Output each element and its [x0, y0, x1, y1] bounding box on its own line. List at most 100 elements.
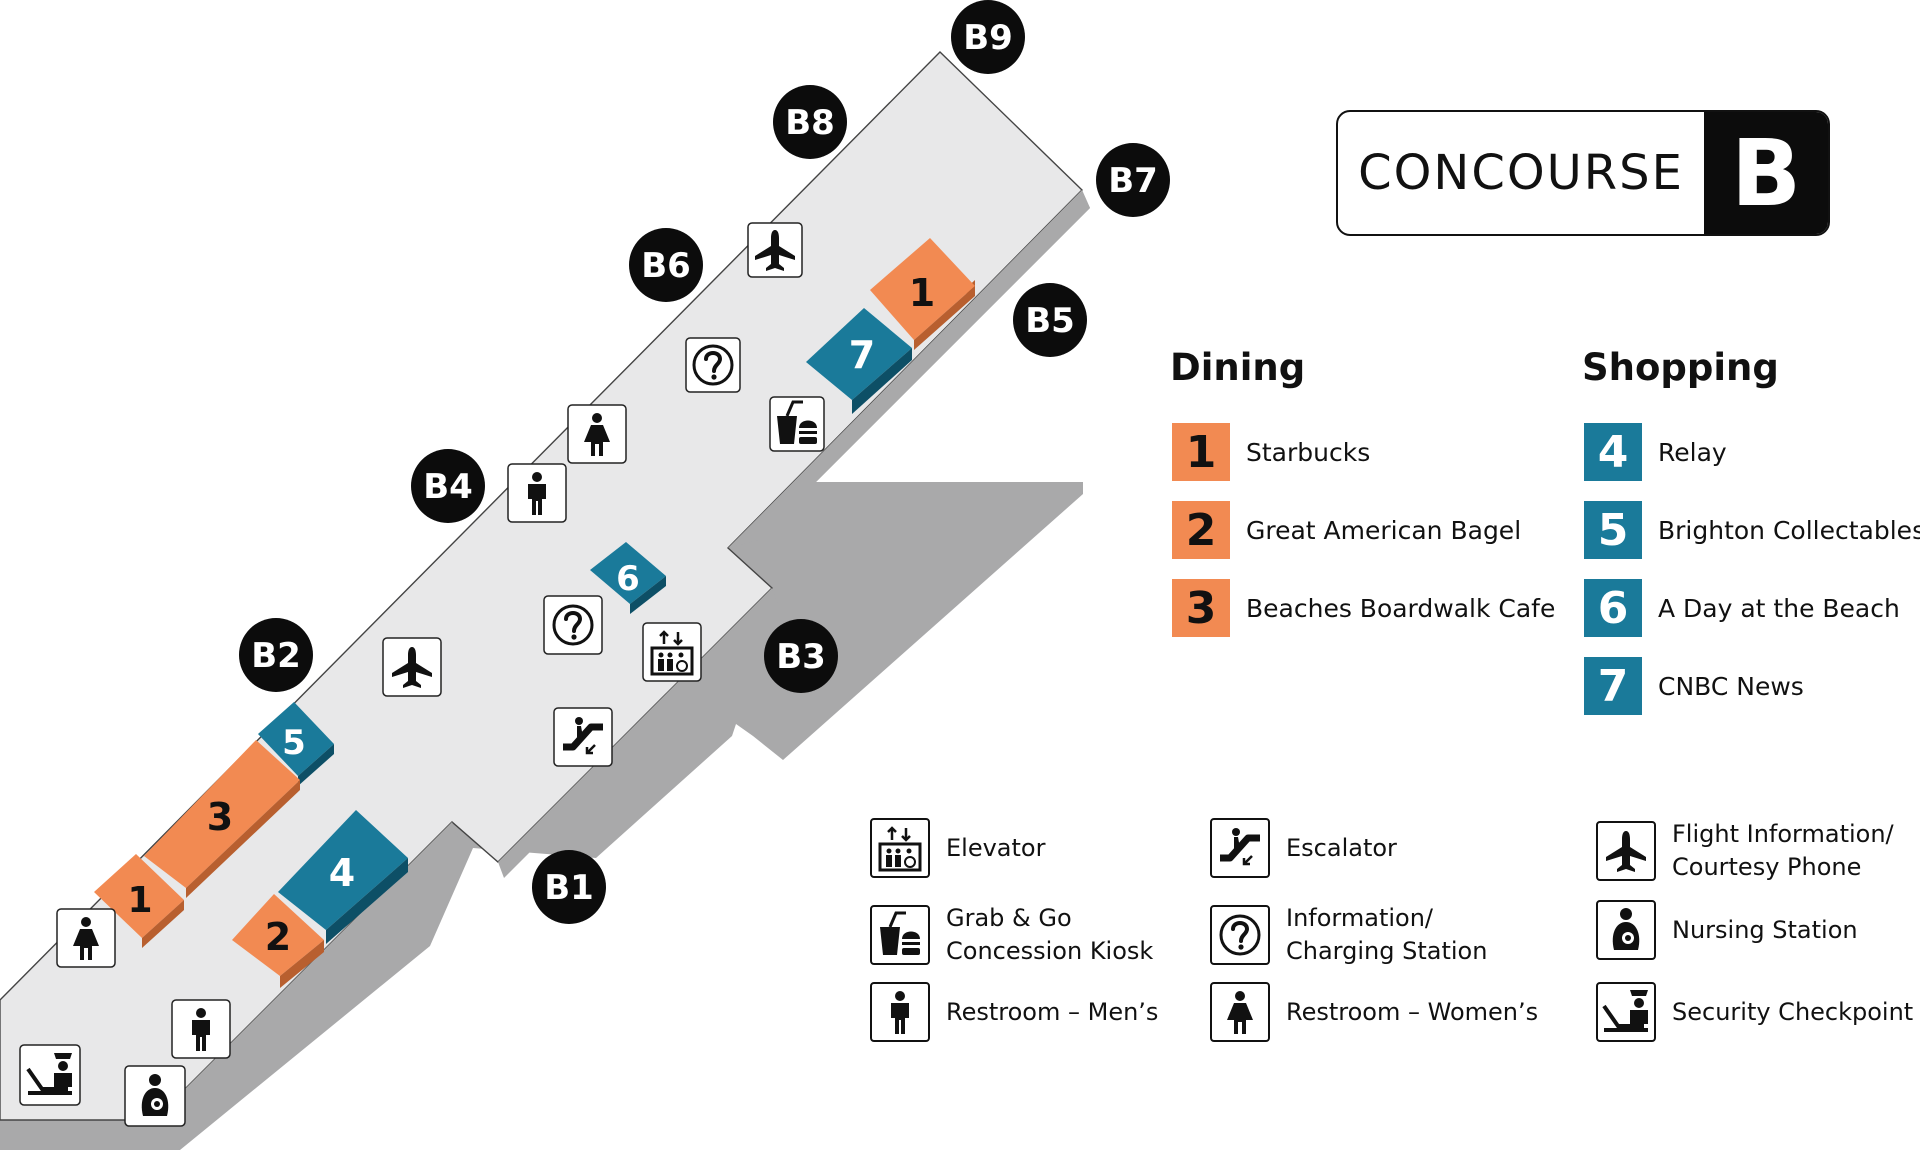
concourse-word: CONCOURSE — [1358, 145, 1684, 201]
legend-grab-go: Grab & Go Concession Kiosk — [870, 902, 1153, 968]
svg-text:1: 1 — [909, 271, 935, 315]
restroom-women-icon — [1210, 982, 1270, 1042]
map-restroom-women-icon — [56, 908, 116, 968]
store-block-7: 7 — [806, 308, 912, 414]
legend-label: Concession Kiosk — [946, 937, 1154, 965]
shopping-number: 7 — [1584, 657, 1642, 715]
legend-escalator: Escalator — [1210, 818, 1397, 878]
shopping-item: 5 Brighton Collectables — [1584, 500, 1920, 560]
shopping-item: 6 A Day at the Beach — [1584, 578, 1900, 638]
legend-information: Information/Charging Station — [1210, 902, 1487, 968]
map-restroom-women-icon — [567, 404, 627, 464]
store-block-1-south: 1 — [94, 854, 184, 948]
shopping-name: Relay — [1658, 437, 1727, 467]
concourse-letter: B — [1704, 112, 1828, 234]
map-nursing-icon — [124, 1065, 186, 1127]
store-block-4: 4 — [278, 810, 408, 944]
dining-name: Great American Bagel — [1246, 515, 1522, 545]
legend-label: Restroom – Women’s — [1286, 997, 1539, 1026]
store-block-2: 2 — [232, 894, 324, 988]
gate-b4: B4 — [411, 449, 485, 523]
map-elevator-icon — [642, 622, 702, 682]
legend-label: Information/ — [1286, 904, 1434, 932]
shopping-number: 5 — [1584, 501, 1642, 559]
legend-restroom-men: Restroom – Men’s — [870, 982, 1158, 1042]
shopping-item: 7 CNBC News — [1584, 656, 1804, 716]
gate-b5: B5 — [1013, 283, 1087, 357]
gate-b7: B7 — [1096, 143, 1170, 217]
legend-label: Restroom – Men’s — [946, 997, 1159, 1026]
legend-restroom-women: Restroom – Women’s — [1210, 982, 1538, 1042]
legend-label: Nursing Station — [1672, 915, 1858, 944]
legend-label: Grab & Go — [946, 904, 1072, 932]
dining-item: 3 Beaches Boardwalk Cafe — [1172, 578, 1555, 638]
dining-item: 2 Great American Bagel — [1172, 500, 1521, 560]
store-block-1-north: 1 — [870, 238, 975, 350]
map-airplane-icon — [382, 637, 442, 697]
dining-name: Starbucks — [1246, 437, 1371, 467]
store-block-3: 3 — [144, 740, 300, 898]
information-icon — [1210, 905, 1270, 965]
svg-text:4: 4 — [329, 851, 355, 895]
legend-label: Flight Information/ — [1672, 820, 1894, 848]
legend-nursing: Nursing Station — [1596, 900, 1858, 960]
svg-text:B9: B9 — [963, 18, 1013, 58]
shopping-number: 4 — [1584, 423, 1642, 481]
legend-label: Escalator — [1286, 833, 1397, 862]
shopping-name: A Day at the Beach — [1658, 593, 1900, 623]
airplane-icon — [1596, 821, 1656, 881]
dining-heading: Dining — [1170, 346, 1306, 389]
svg-text:7: 7 — [849, 333, 875, 377]
escalator-icon — [1210, 818, 1270, 878]
svg-text:B7: B7 — [1108, 161, 1158, 201]
legend-label: Security Checkpoint — [1672, 997, 1914, 1026]
legend-label: Charging Station — [1286, 937, 1488, 965]
gate-b3: B3 — [764, 619, 838, 693]
dining-name: Beaches Boardwalk Cafe — [1246, 593, 1556, 623]
map-information-icon — [685, 337, 741, 393]
svg-text:B5: B5 — [1025, 301, 1075, 341]
dining-item: 1 Starbucks — [1172, 422, 1370, 482]
svg-text:B1: B1 — [544, 868, 594, 908]
gate-b6: B6 — [629, 228, 703, 302]
shopping-number: 6 — [1584, 579, 1642, 637]
shopping-name: CNBC News — [1658, 671, 1804, 701]
shopping-heading: Shopping — [1582, 346, 1779, 389]
svg-text:B3: B3 — [776, 637, 826, 677]
svg-text:6: 6 — [616, 559, 640, 599]
legend-label: Courtesy Phone — [1672, 853, 1862, 881]
legend-elevator: Elevator — [870, 818, 1045, 878]
gate-b9: B9 — [951, 0, 1025, 74]
shopping-item: 4 Relay — [1584, 422, 1727, 482]
elevator-icon — [870, 818, 930, 878]
svg-text:1: 1 — [127, 880, 152, 921]
svg-text:3: 3 — [207, 795, 233, 839]
svg-text:B2: B2 — [251, 636, 301, 676]
gate-b1: B1 — [532, 850, 606, 924]
map-information-icon — [543, 595, 603, 655]
svg-text:B4: B4 — [423, 467, 473, 507]
grab-go-icon — [870, 905, 930, 965]
legend-label: Elevator — [946, 833, 1046, 862]
restroom-men-icon — [870, 982, 930, 1042]
map-airplane-icon — [747, 222, 803, 278]
store-block-6: 6 — [590, 542, 666, 614]
security-icon — [1596, 982, 1656, 1042]
nursing-icon — [1596, 900, 1656, 960]
map-restroom-men-icon — [171, 999, 231, 1059]
shopping-name: Brighton Collectables — [1658, 515, 1920, 545]
map-grab-go-icon — [769, 396, 825, 452]
gate-b2: B2 — [239, 618, 313, 692]
legend-flight-info: Flight Information/Courtesy Phone — [1596, 818, 1894, 884]
map-security-icon — [19, 1044, 81, 1106]
svg-text:5: 5 — [282, 723, 306, 763]
legend-security: Security Checkpoint — [1596, 982, 1913, 1042]
store-block-5: 5 — [258, 702, 334, 786]
concourse-badge: CONCOURSE B — [1336, 110, 1830, 236]
dining-number: 1 — [1172, 423, 1230, 481]
gate-b8: B8 — [773, 85, 847, 159]
map-escalator-icon — [553, 707, 613, 767]
svg-text:B8: B8 — [785, 103, 835, 143]
svg-text:B6: B6 — [641, 246, 691, 286]
